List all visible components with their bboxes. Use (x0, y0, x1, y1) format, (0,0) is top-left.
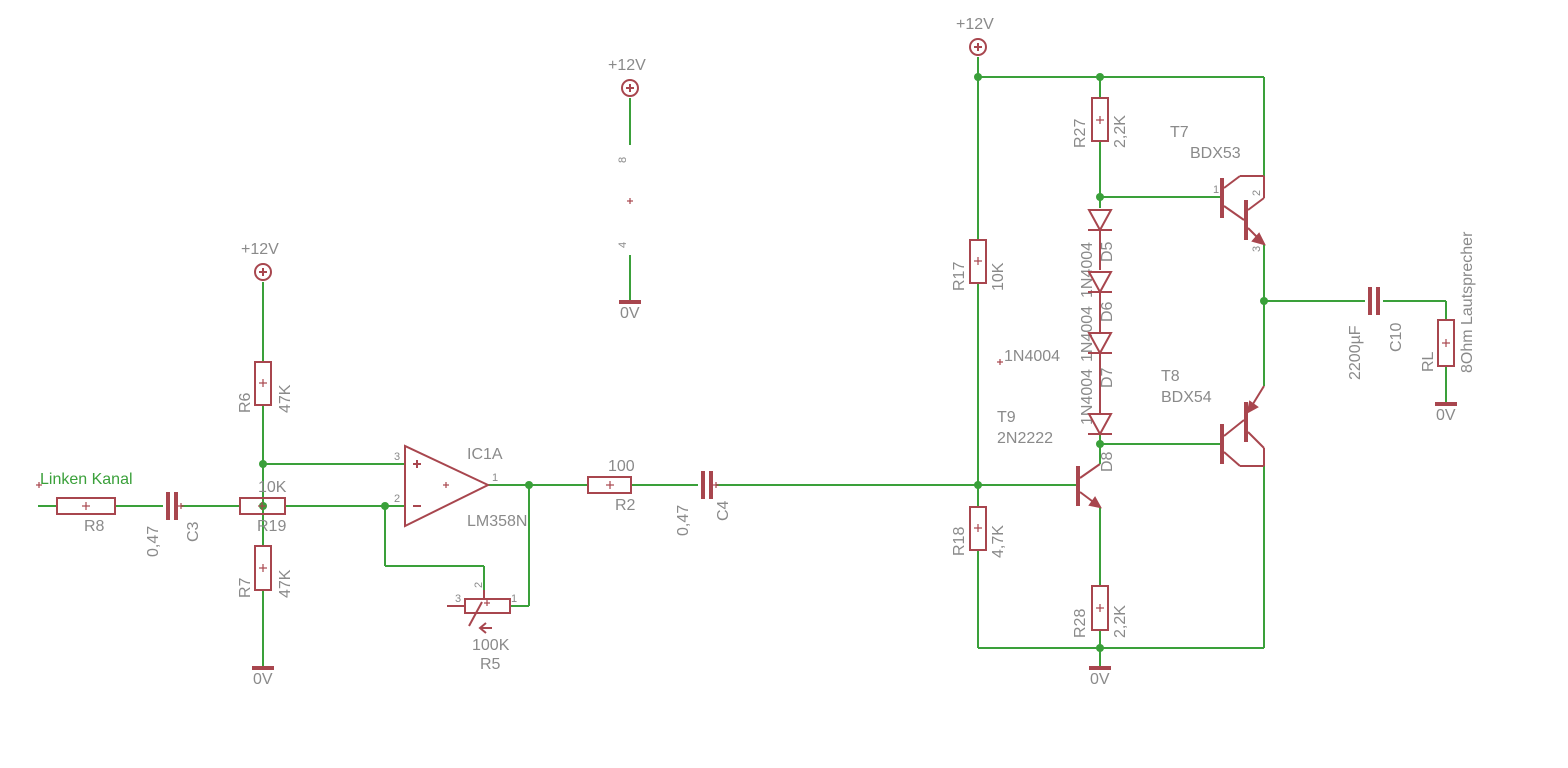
transistor-part: BDX54 (1161, 389, 1212, 406)
pin-number: 8 (617, 157, 629, 163)
diode-d7: D7 1N4004 (1079, 332, 1116, 425)
capacitor-label: C3 (185, 521, 202, 542)
wires (38, 57, 1447, 668)
resistor-value: 2,2K (1112, 115, 1129, 148)
diode-label: D8 (1099, 451, 1116, 472)
ground-label: 0V (1090, 671, 1110, 688)
resistor-value: 47K (277, 384, 294, 413)
resistor-label: R27 (1072, 119, 1089, 148)
resistor-label: RL (1420, 351, 1437, 372)
resistor-label: R2 (615, 497, 636, 514)
opamp-part: LM358N (467, 513, 527, 530)
resistor-r2: 100 R2 (587, 458, 636, 514)
supply-label: +12V (608, 57, 646, 74)
transistor-part: 2N2222 (997, 430, 1053, 447)
pin-number: 4 (617, 242, 629, 248)
resistor-value: 10K (258, 479, 287, 496)
resistor-label: R7 (237, 577, 254, 598)
pin-number: 1 (511, 593, 517, 605)
supply-symbol-mid: +12V (608, 57, 646, 97)
supply-symbol-left: +12V (241, 241, 279, 281)
resistor-value: 4,7K (990, 525, 1007, 558)
resistor-label: R6 (237, 392, 254, 413)
capacitor-value: 0,47 (145, 526, 162, 557)
resistor-label: R19 (257, 518, 286, 535)
pin-number: 2 (1251, 190, 1263, 196)
capacitor-label: C4 (715, 500, 732, 521)
diode-value: 1N4004 (1004, 348, 1060, 365)
diode-d6: D6 1N4004 (1079, 271, 1116, 362)
diode-label: D6 (1099, 301, 1116, 322)
diode-value: 1N4004 (1079, 369, 1096, 425)
transistor-t8: T8 BDX54 (1161, 368, 1265, 467)
capacitor-c3: 0,47 C3 (145, 492, 202, 557)
capacitor-c4: 0,47 C4 (675, 471, 732, 536)
diode-value: 1N4004 (1079, 242, 1096, 298)
ground-label: 0V (620, 305, 640, 322)
resistor-label: R28 (1072, 609, 1089, 638)
ground-symbol-speaker: 0V (1435, 402, 1457, 424)
resistor-value: 2,2K (1112, 605, 1129, 638)
resistor-value: 8Ohm Lautsprecher (1459, 231, 1476, 373)
diode-value: 1N4004 (1079, 306, 1096, 362)
resistor-r7: R7 47K (237, 545, 294, 598)
pin-number: 2 (394, 493, 400, 505)
resistor-r17: R17 10K (951, 239, 1007, 291)
diode-label: D7 (1099, 367, 1116, 388)
resistor-value: 47K (277, 569, 294, 598)
resistor-r27: R27 2,2K (1072, 97, 1129, 148)
transistor-label: T8 (1161, 368, 1180, 385)
diode-d8: D8 1N4004 (997, 348, 1116, 472)
resistor-value: 100 (608, 458, 635, 475)
resistor-label: R8 (84, 518, 105, 535)
resistor-r18: R18 4,7K (951, 506, 1007, 558)
ground-label: 0V (1436, 407, 1456, 424)
pin-number: 3 (455, 593, 461, 605)
supply-label: +12V (241, 241, 279, 258)
opamp-label: IC1A (467, 446, 503, 463)
supply-label: +12V (956, 16, 994, 33)
resistor-label: R18 (951, 527, 968, 556)
capacitor-value: 0,47 (675, 505, 692, 536)
pin-number: 1 (492, 472, 498, 484)
ground-symbol-left: 0V (252, 666, 274, 688)
ground-symbol-right: 0V (1089, 666, 1111, 688)
pin-number: 3 (394, 451, 400, 463)
supply-symbol-right: +12V (956, 16, 994, 56)
potentiometer-label: R5 (480, 656, 501, 673)
capacitor-value: 2200µF (1347, 325, 1364, 380)
pin-number: 1 (1213, 184, 1219, 196)
resistor-rl: RL 8Ohm Lautsprecher (1420, 231, 1476, 373)
ground-symbol-mid: 0V (619, 300, 641, 322)
resistor-r19: 10K R19 (239, 479, 287, 535)
transistor-t9: T9 2N2222 (997, 409, 1102, 509)
resistor-r8: R8 (56, 497, 116, 535)
ground-label: 0V (253, 671, 273, 688)
opamp-power-pins: 8 4 (617, 157, 633, 248)
resistor-label: R17 (951, 262, 968, 291)
input-net-label: Linken Kanal (40, 471, 133, 488)
opamp-ic1a: 3 2 1 IC1A LM358N (394, 444, 527, 530)
input-net: Linken Kanal (36, 471, 133, 488)
pin-number: 2 (473, 582, 485, 588)
transistor-part: BDX53 (1190, 145, 1241, 162)
capacitor-c10: 2200µF C10 (1347, 287, 1405, 380)
potentiometer-value: 100K (472, 637, 510, 654)
junction-dots (259, 73, 1268, 652)
transistor-label: T9 (997, 409, 1016, 426)
diode-label: D5 (1099, 241, 1116, 262)
capacitor-label: C10 (1388, 323, 1405, 352)
pin-number: 3 (1251, 246, 1263, 252)
resistor-r28: R28 2,2K (1072, 585, 1129, 638)
potentiometer-r5: 3 2 1 100K R5 (447, 582, 517, 673)
resistor-value: 10K (990, 262, 1007, 291)
resistor-r6: R6 47K (237, 361, 294, 413)
transistor-label: T7 (1170, 124, 1189, 141)
transistor-t7: 1 2 3 T7 BDX53 (1170, 124, 1266, 252)
diode-d5: D5 1N4004 (1079, 209, 1116, 298)
